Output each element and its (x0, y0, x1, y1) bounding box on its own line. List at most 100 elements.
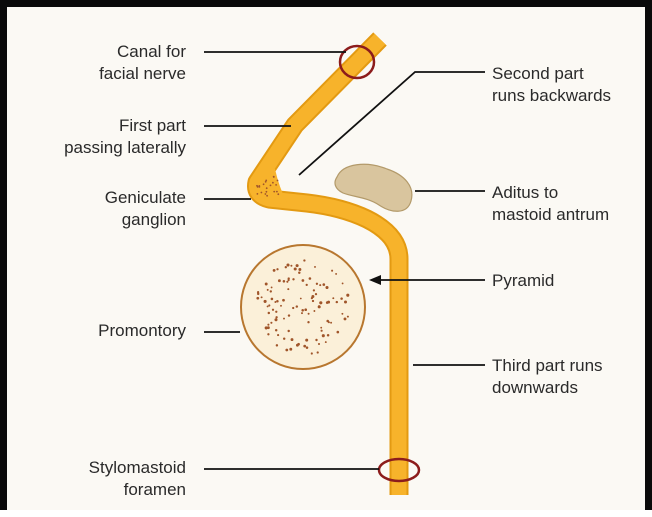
ganglion-dot (265, 193, 267, 195)
ganglion-dot (277, 193, 279, 195)
promontory-dot (304, 308, 307, 311)
promontory-dot (283, 280, 286, 283)
label-stylomastoid-foramen: Stylomastoidforamen (89, 457, 186, 501)
ganglion-dot (273, 176, 275, 178)
promontory-dot (274, 301, 276, 303)
promontory-dot (287, 264, 289, 266)
promontory-dot (296, 264, 299, 267)
promontory-dot (268, 304, 270, 306)
ganglion-dot (261, 192, 263, 194)
promontory-dot (265, 326, 268, 329)
promontory-dot (306, 284, 308, 286)
ganglion-dot (257, 186, 259, 188)
promontory-dot (261, 296, 263, 298)
ganglion-dot (277, 180, 279, 182)
promontory-dot (303, 345, 306, 348)
promontory-dot (322, 334, 325, 337)
promontory-dot (326, 301, 329, 304)
promontory-dot (341, 313, 343, 315)
promontory-dot (290, 265, 292, 267)
label-geniculate-ganglion: Geniculateganglion (105, 187, 186, 231)
promontory-dot (303, 259, 305, 261)
promontory-dot (282, 299, 285, 302)
promontory-dot (318, 343, 320, 345)
promontory-dot (275, 311, 277, 313)
promontory-dot (276, 344, 278, 346)
promontory-dot (313, 310, 315, 312)
ganglion-dot (258, 185, 260, 187)
promontory-dot (267, 289, 269, 291)
label-second-part: Second partruns backwards (492, 63, 611, 107)
promontory-dot (276, 268, 278, 270)
promontory-dot (288, 314, 290, 316)
promontory-dot (292, 278, 294, 280)
promontory-dot (340, 297, 343, 300)
promontory-dot (272, 309, 274, 311)
promontory-dot (301, 312, 303, 314)
ganglion-dot (265, 181, 267, 183)
promontory-dot (330, 322, 332, 324)
promontory-dot (296, 344, 299, 347)
promontory-dot (332, 297, 334, 299)
promontory-dot (319, 301, 322, 304)
promontory-dot (268, 312, 270, 314)
promontory-dot (267, 324, 269, 326)
promontory-dot (271, 286, 273, 288)
promontory-dot (337, 331, 340, 334)
promontory-dot (320, 327, 322, 329)
ganglion-dot (270, 185, 272, 187)
promontory-dot (287, 288, 289, 290)
promontory-dot (325, 341, 327, 343)
label-promontory: Promontory (98, 320, 186, 342)
promontory-dot (311, 352, 313, 354)
promontory-dot (283, 318, 285, 320)
promontory-dot (314, 266, 316, 268)
promontory-dot (335, 273, 337, 275)
promontory-dot (291, 338, 294, 341)
promontory-dot (280, 305, 282, 307)
promontory-dot (278, 279, 281, 282)
promontory-shape (241, 245, 365, 369)
promontory-dot (294, 267, 297, 270)
promontory-dot (331, 270, 333, 272)
promontory-dot (298, 271, 300, 273)
ganglion-dot (257, 193, 259, 195)
promontory-dot (286, 281, 288, 283)
promontory-dot (296, 305, 298, 307)
ganglion-dot (272, 182, 274, 184)
promontory-dot (257, 291, 259, 293)
ganglion-dot (263, 183, 265, 185)
promontory-dot (275, 316, 277, 318)
promontory-dot (322, 283, 325, 286)
promontory-dot (342, 282, 344, 284)
promontory-dot (287, 330, 289, 332)
promontory-dot (316, 283, 318, 285)
promontory-dot (346, 294, 349, 297)
promontory-dot (319, 284, 321, 286)
promontory-dot (265, 283, 268, 286)
promontory-dot (283, 337, 285, 339)
ganglion-dot (276, 191, 278, 193)
promontory-dot (306, 346, 309, 349)
promontory-dot (285, 266, 287, 268)
promontory-dot (347, 316, 349, 318)
promontory-dot (285, 349, 288, 352)
promontory-dot (289, 348, 292, 351)
promontory-dot (336, 301, 338, 303)
ganglion-dot (266, 187, 268, 189)
promontory-dot (325, 286, 328, 289)
ganglion-dot (273, 191, 275, 193)
promontory-dot (344, 301, 347, 304)
promontory-dot (276, 300, 279, 303)
promontory-dot (277, 334, 279, 336)
promontory-dot (326, 320, 329, 323)
promontory-dot (270, 290, 272, 292)
promontory-dot (275, 329, 277, 331)
promontory-dot (292, 307, 294, 309)
promontory-dot (298, 268, 301, 271)
ganglion-dot (275, 184, 277, 186)
